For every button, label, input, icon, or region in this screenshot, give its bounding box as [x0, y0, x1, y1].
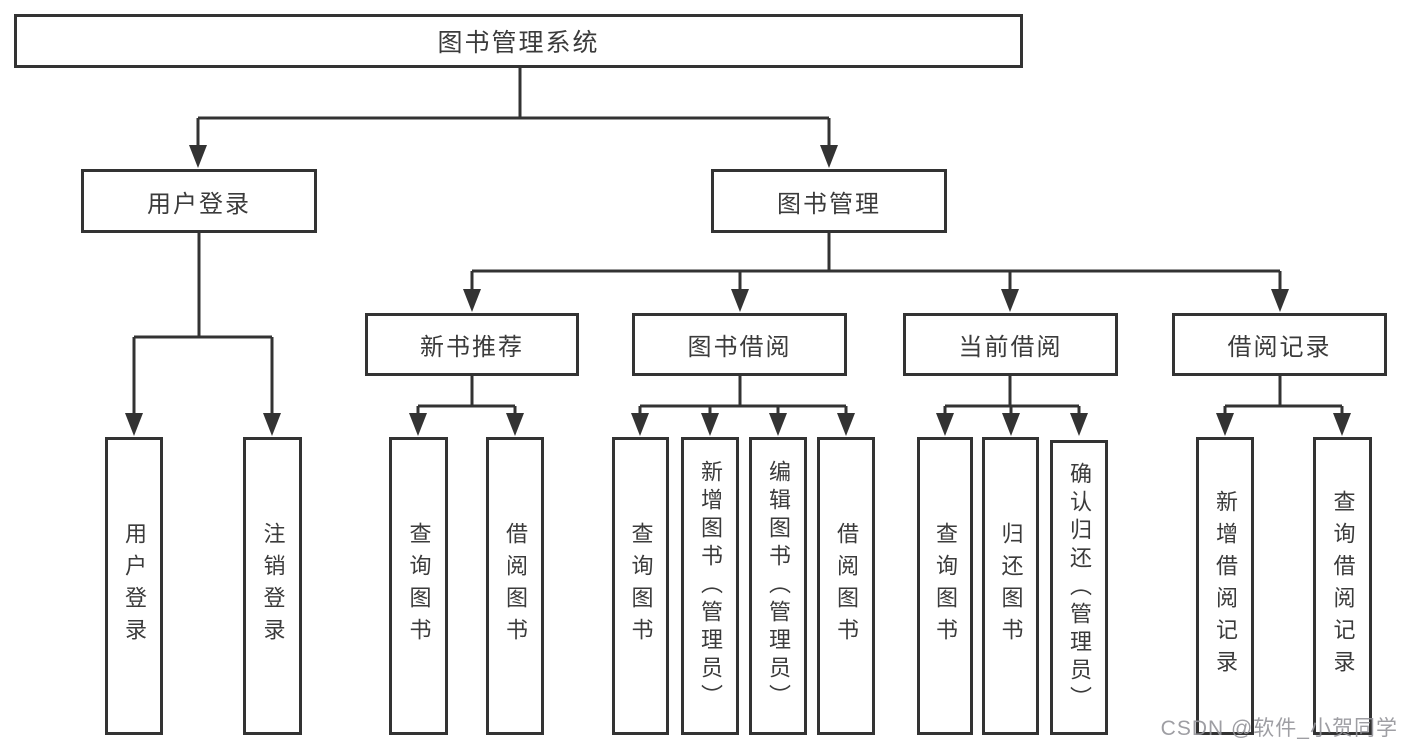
arrowhead	[1216, 413, 1234, 436]
node-label: 当前借阅	[958, 334, 1063, 361]
node-borrowing-records: 借阅记录	[1172, 313, 1387, 376]
node-label: 确认归还（管理员）	[1067, 461, 1092, 714]
node-label: 查询图书	[628, 522, 654, 650]
leaf-query-books-3: 查询图书	[917, 437, 973, 735]
arrowhead	[463, 289, 481, 312]
node-label: 图书借阅	[687, 334, 792, 361]
leaf-confirm-return-admin: 确认归还（管理员）	[1050, 440, 1108, 735]
node-label: 用户登录	[147, 190, 251, 218]
node-label: 查询图书	[406, 522, 432, 650]
leaf-borrow-books-1: 借阅图书	[486, 437, 544, 735]
arrowhead	[936, 413, 954, 436]
node-library-system: 图书管理系统	[14, 14, 1023, 68]
leaf-query-borrow-record: 查询借阅记录	[1313, 437, 1372, 735]
arrowhead	[1070, 413, 1088, 436]
node-label: 归还图书	[998, 522, 1024, 650]
node-label: 图书管理	[777, 190, 881, 218]
arrowhead	[409, 413, 427, 436]
leaf-edit-books-admin: 编辑图书（管理员）	[749, 437, 807, 735]
arrowhead	[837, 413, 855, 436]
node-label: 新书推荐	[420, 334, 524, 361]
arrowhead	[1001, 289, 1019, 312]
csdn-watermark: CSDN @软件_小贺同学	[1160, 717, 1398, 740]
arrowhead	[1333, 413, 1351, 436]
node-label: 借阅图书	[503, 522, 528, 650]
node-label: 用户登录	[122, 522, 147, 650]
node-current-borrowing: 当前借阅	[903, 313, 1118, 376]
leaf-user-login: 用户登录	[105, 437, 163, 735]
arrowhead	[631, 413, 649, 436]
leaf-add-books-admin: 新增图书（管理员）	[681, 437, 739, 735]
node-label: 新增图书（管理员）	[698, 460, 723, 712]
leaf-logout: 注销登录	[243, 437, 302, 735]
node-label: 编辑图书（管理员）	[766, 460, 791, 712]
arrowhead	[263, 413, 281, 436]
leaf-return-books: 归还图书	[982, 437, 1039, 735]
leaf-borrow-books-2: 借阅图书	[817, 437, 875, 735]
arrowhead	[189, 145, 207, 168]
leaf-add-borrow-record: 新增借阅记录	[1196, 437, 1254, 735]
node-book-borrowing: 图书借阅	[632, 313, 847, 376]
leaf-query-books-2: 查询图书	[612, 437, 669, 735]
node-user-login: 用户登录	[81, 169, 317, 233]
node-label: 新增借阅记录	[1213, 490, 1238, 682]
arrowhead	[1002, 413, 1020, 436]
node-label: 图书管理系统	[437, 29, 600, 57]
node-book-management: 图书管理	[711, 169, 947, 233]
arrowhead	[731, 289, 749, 312]
node-label: 注销登录	[260, 522, 286, 650]
arrowhead	[701, 413, 719, 436]
node-new-book-recommend: 新书推荐	[365, 313, 579, 376]
arrowhead	[820, 145, 838, 168]
arrowhead	[506, 413, 524, 436]
arrowhead	[769, 413, 787, 436]
node-label: 借阅记录	[1227, 334, 1332, 361]
node-label: 查询图书	[933, 522, 958, 650]
node-label: 查询借阅记录	[1330, 490, 1356, 682]
arrowhead	[125, 413, 143, 436]
node-label: 借阅图书	[834, 522, 859, 650]
arrowhead	[1271, 289, 1289, 312]
leaf-query-books-1: 查询图书	[389, 437, 448, 735]
